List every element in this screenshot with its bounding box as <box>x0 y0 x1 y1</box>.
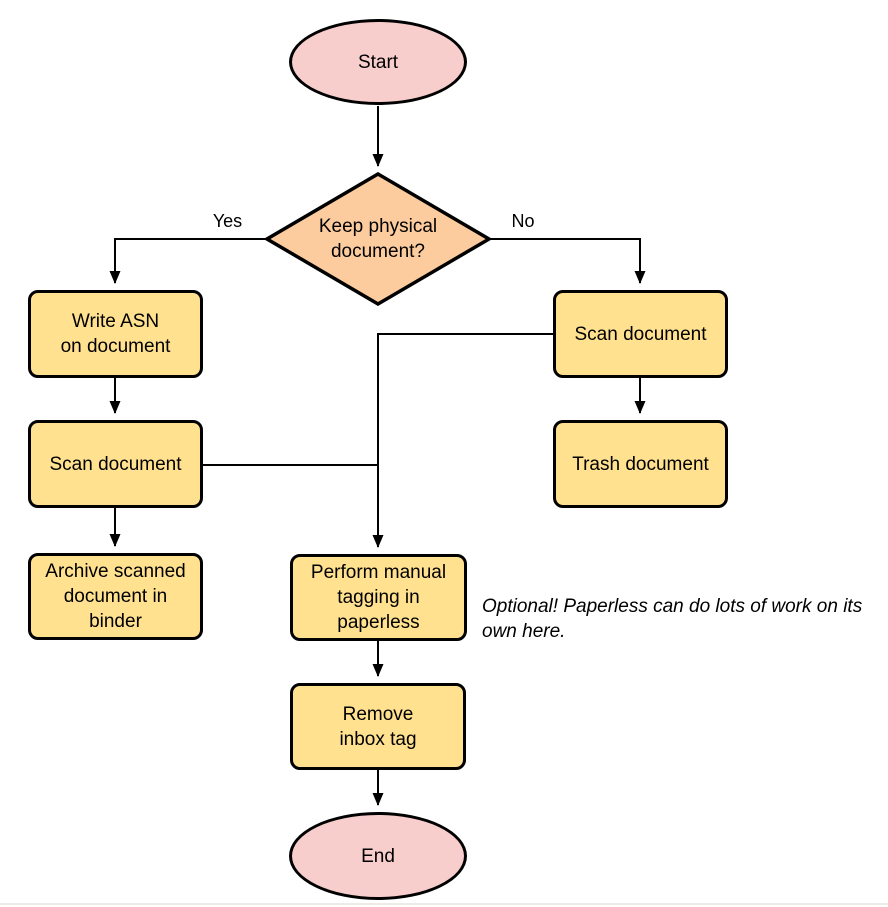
edge-label-yes: Yes <box>212 211 243 231</box>
decision-diamond-shape <box>265 172 491 306</box>
node-write-asn: Write ASN on document <box>28 290 203 378</box>
node-perform-tagging-label: Perform manual tagging in paperless <box>310 562 447 633</box>
annotation-note: Optional! Paperless can do lots of work … <box>482 596 863 642</box>
node-scan-document-right: Scan document <box>553 290 728 378</box>
node-archive-document: Archive scanned document in binder <box>28 553 203 640</box>
node-end: End <box>289 812 467 900</box>
edge-decision-yes-to-write-asn <box>109 238 265 284</box>
bottom-edge-line <box>0 903 888 905</box>
node-perform-tagging: Perform manual tagging in paperless <box>290 554 467 641</box>
node-scan-document-left-label: Scan document <box>49 453 182 475</box>
node-archive-document-label: Archive scanned document in binder <box>45 561 186 632</box>
edge-label-no: No <box>511 211 535 231</box>
node-end-label: End <box>361 845 395 867</box>
node-start-label: Start <box>357 51 399 73</box>
node-remove-inbox-tag: Remove inbox tag <box>290 683 466 770</box>
node-scan-document-left: Scan document <box>28 420 203 508</box>
edge-decision-no-to-scan-right <box>491 238 646 284</box>
node-write-asn-label: Write ASN on document <box>60 311 171 357</box>
edge-scan-right-to-perform <box>372 333 553 548</box>
node-scan-document-right-label: Scan document <box>574 323 707 345</box>
node-decision-label: Keep physical document? <box>318 216 438 262</box>
node-decision: Keep physical document? <box>265 172 491 306</box>
node-trash-document: Trash document <box>553 420 728 508</box>
node-trash-document-label: Trash document <box>572 453 709 475</box>
node-remove-inbox-tag-label: Remove inbox tag <box>339 703 417 750</box>
node-start: Start <box>289 19 467 105</box>
